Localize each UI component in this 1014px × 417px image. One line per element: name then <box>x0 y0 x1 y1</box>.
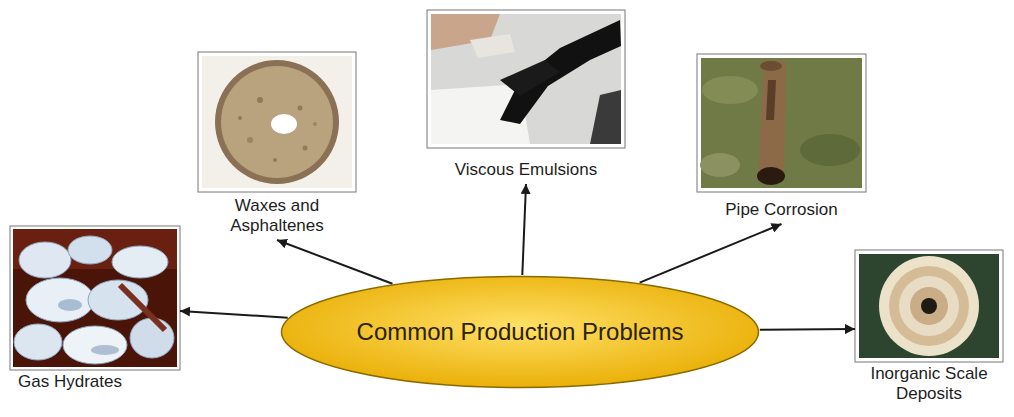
corroded-pipe-photo <box>697 54 866 192</box>
arrow-connector <box>277 240 392 284</box>
gas-hydrates-photo <box>10 226 180 370</box>
photo-caption: Pipe Corrosion <box>697 200 866 220</box>
emulsion-photo <box>427 10 625 148</box>
photo-caption-box: Inorganic Scale Deposits <box>855 250 1003 408</box>
photo-caption: Waxes and Asphaltenes <box>198 196 356 236</box>
photo-caption-box: Waxes and Asphaltenes <box>198 52 356 240</box>
arrow-connector <box>522 184 526 275</box>
arrow-connector <box>640 224 782 283</box>
scale-deposit-photo <box>855 250 1003 362</box>
photo-caption-box: Viscous Emulsions <box>427 10 625 184</box>
wax-deposit-photo <box>198 52 356 192</box>
photo-caption-box: Pipe Corrosion <box>697 54 866 224</box>
photo-caption: Gas Hydrates <box>18 372 180 392</box>
arrow-connector <box>180 311 288 318</box>
hub-title: Common Production Problems <box>357 318 684 346</box>
photo-caption: Viscous Emulsions <box>427 160 625 180</box>
problem-hub-ellipse: Common Production Problems <box>280 275 760 389</box>
arrow-connector <box>760 328 855 331</box>
photo-caption: Inorganic Scale Deposits <box>855 364 1003 404</box>
photo-caption-box: Gas Hydrates <box>10 226 180 396</box>
